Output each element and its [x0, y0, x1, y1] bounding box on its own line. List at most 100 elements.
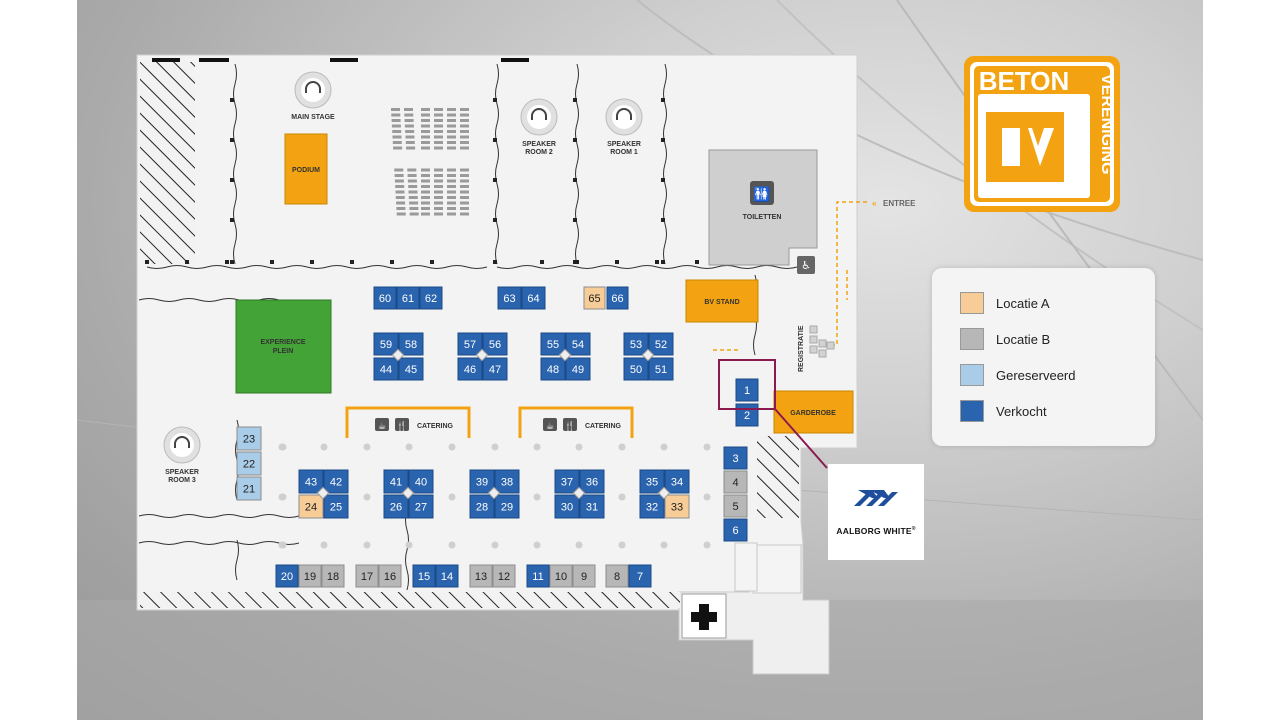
- booth-32[interactable]: [639, 494, 665, 519]
- booth-number: 2: [744, 410, 750, 422]
- booth-22[interactable]: [236, 451, 262, 476]
- booth-12[interactable]: [492, 564, 516, 588]
- booth-37[interactable]: [554, 469, 580, 494]
- column: [703, 443, 711, 451]
- seat: [434, 179, 443, 183]
- booth-40[interactable]: [408, 469, 434, 494]
- booth-7[interactable]: [628, 564, 652, 588]
- booth-30[interactable]: [554, 494, 580, 519]
- booth-29[interactable]: [494, 494, 520, 519]
- booth-48[interactable]: [540, 357, 566, 381]
- booth-number: 49: [572, 364, 584, 376]
- seat: [393, 146, 403, 150]
- garderobe[interactable]: [773, 390, 854, 434]
- catering-label: CATERING: [417, 423, 454, 430]
- booth-15[interactable]: [412, 564, 436, 588]
- booth-24[interactable]: [298, 494, 324, 519]
- podium[interactable]: [284, 133, 328, 205]
- booth-23[interactable]: [236, 426, 262, 451]
- booth-55[interactable]: [540, 332, 566, 356]
- booth-46[interactable]: [457, 357, 483, 381]
- booth-47[interactable]: [482, 357, 508, 381]
- booth-28[interactable]: [469, 494, 495, 519]
- wall-hatched-right: [757, 436, 799, 518]
- svg-text:☕: ☕: [546, 422, 554, 432]
- seat: [460, 201, 469, 205]
- booth-50[interactable]: [623, 357, 649, 381]
- booth-1[interactable]: [735, 378, 759, 402]
- booth-27[interactable]: [408, 494, 434, 519]
- column: [363, 493, 371, 501]
- booth-65[interactable]: [583, 286, 606, 310]
- post: [493, 218, 497, 222]
- booth-41[interactable]: [383, 469, 409, 494]
- booth-56[interactable]: [482, 332, 508, 356]
- booth-60[interactable]: [373, 286, 397, 310]
- column: [660, 443, 668, 451]
- booth-21[interactable]: [236, 476, 262, 501]
- island-marker-icon: [572, 486, 586, 500]
- columns: [278, 443, 711, 549]
- booth-59[interactable]: [373, 332, 399, 356]
- booth-44[interactable]: [373, 357, 399, 381]
- booth-63[interactable]: [497, 286, 522, 310]
- experience-plein[interactable]: [235, 299, 332, 394]
- booth-62[interactable]: [419, 286, 443, 310]
- booth-61[interactable]: [396, 286, 420, 310]
- booth-58[interactable]: [398, 332, 424, 356]
- seat: [396, 201, 406, 205]
- seat: [394, 174, 404, 177]
- column: [448, 493, 456, 501]
- main-stage-area: MAIN STAGE: [291, 71, 335, 121]
- booth-11[interactable]: [526, 564, 550, 588]
- first-aid[interactable]: [681, 593, 727, 639]
- post: [615, 260, 619, 264]
- booth-17[interactable]: [355, 564, 379, 588]
- booth-31[interactable]: [579, 494, 605, 519]
- booth-25[interactable]: [323, 494, 349, 519]
- booth-16[interactable]: [378, 564, 402, 588]
- booth-number: 57: [464, 339, 476, 351]
- seat: [460, 113, 469, 117]
- booth-42[interactable]: [323, 469, 349, 494]
- seat: [394, 179, 404, 183]
- seat: [460, 185, 469, 188]
- booth-64[interactable]: [521, 286, 546, 310]
- booth-49[interactable]: [565, 357, 591, 381]
- booth-66[interactable]: [606, 286, 629, 310]
- booth-57[interactable]: [457, 332, 483, 356]
- bv-stand[interactable]: [685, 279, 759, 323]
- booth-10[interactable]: [549, 564, 573, 588]
- booth-39[interactable]: [469, 469, 495, 494]
- booth-6[interactable]: [723, 518, 748, 542]
- booth-number: 35: [646, 477, 658, 489]
- booth-51[interactable]: [648, 357, 674, 381]
- booth-38[interactable]: [494, 469, 520, 494]
- booth-9[interactable]: [572, 564, 596, 588]
- booth-35[interactable]: [639, 469, 665, 494]
- booth-5[interactable]: [723, 494, 748, 518]
- booth-26[interactable]: [383, 494, 409, 519]
- booth-45[interactable]: [398, 357, 424, 381]
- seat: [460, 190, 469, 194]
- wheelchair-icon: [797, 256, 815, 274]
- booth-33[interactable]: [664, 494, 690, 519]
- booth-53[interactable]: [623, 332, 649, 356]
- booth-43[interactable]: [298, 469, 324, 494]
- booth-34[interactable]: [664, 469, 690, 494]
- booth-8[interactable]: [605, 564, 629, 588]
- booth-18[interactable]: [321, 564, 345, 588]
- booth-3[interactable]: [723, 446, 748, 470]
- post: [573, 98, 577, 102]
- seat: [408, 196, 418, 199]
- booth-52[interactable]: [648, 332, 674, 356]
- booth-14[interactable]: [435, 564, 459, 588]
- booth-19[interactable]: [298, 564, 322, 588]
- seat: [421, 130, 430, 133]
- booth-4[interactable]: [723, 470, 748, 494]
- booth-13[interactable]: [469, 564, 493, 588]
- booth-54[interactable]: [565, 332, 591, 356]
- booth-36[interactable]: [579, 469, 605, 494]
- booth-20[interactable]: [275, 564, 299, 588]
